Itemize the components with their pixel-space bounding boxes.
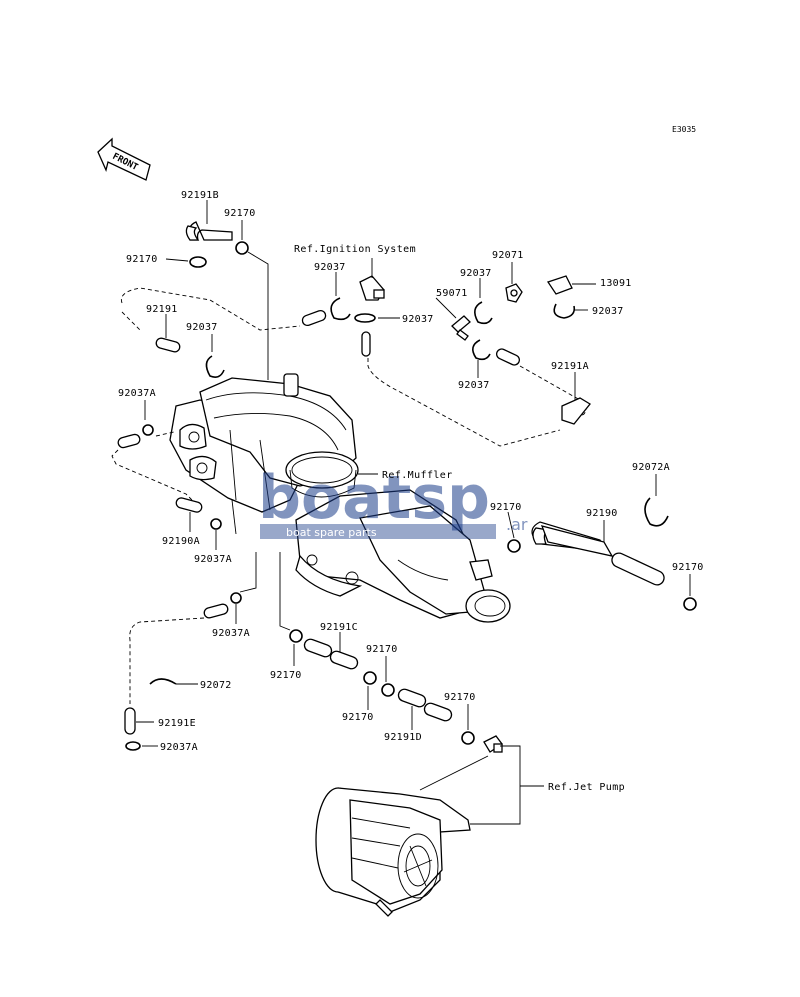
part-label: 92191A xyxy=(551,361,589,372)
hose-92191c-icon xyxy=(329,650,359,670)
part-label: 92190A xyxy=(162,536,200,547)
watermark-logo: boatsp .ar boat spare parts xyxy=(258,463,528,539)
hose-92191c-icon xyxy=(303,638,333,658)
part-label: 92170 xyxy=(672,562,704,573)
part-label: 92170 xyxy=(126,254,158,265)
muffler-icon xyxy=(295,489,511,623)
part-label: 13091 xyxy=(600,278,632,289)
clamp-92170-icon xyxy=(381,683,395,697)
part-label: 92170 xyxy=(224,208,256,219)
part-label: 92071 xyxy=(492,250,524,261)
connector-59071-icon xyxy=(451,315,471,341)
part-label: 92037A xyxy=(194,554,232,565)
clamp-92037-icon xyxy=(474,301,493,325)
clamp-92037-icon xyxy=(354,313,376,323)
ignition-fitting-icon xyxy=(359,275,385,301)
clamp-92170-icon xyxy=(507,539,521,553)
watermark-brand: boatsp xyxy=(258,463,490,533)
clamp-92037-icon xyxy=(330,297,351,321)
part-label: 92037 xyxy=(314,262,346,273)
clamp-92037a-icon xyxy=(230,592,242,604)
hose-piece-icon xyxy=(175,497,203,513)
hose-92191d-icon xyxy=(397,688,427,708)
diagram-code: E3035 xyxy=(672,125,696,134)
hose-92191d-icon xyxy=(423,702,453,722)
clamp-92170-icon xyxy=(363,671,377,685)
part-label: 92191C xyxy=(320,622,358,633)
part-label: 92170 xyxy=(444,692,476,703)
clamp-92170-icon xyxy=(683,597,697,611)
part-label: 92191 xyxy=(146,304,178,315)
hose-piece-icon xyxy=(496,348,520,366)
part-label: 92037 xyxy=(460,268,492,279)
part-label: 92170 xyxy=(366,644,398,655)
cap-13091-icon xyxy=(546,275,573,295)
part-label: 92037A xyxy=(118,388,156,399)
jet-pump-icon xyxy=(315,787,471,917)
hose-92190-icon xyxy=(611,552,665,586)
clamp-92037a-icon xyxy=(210,518,222,530)
clamp-92037a-icon xyxy=(125,741,141,751)
part-label: 92191D xyxy=(384,732,422,743)
part-label: 92190 xyxy=(586,508,618,519)
part-label: 92170 xyxy=(270,670,302,681)
part-label: 92037 xyxy=(592,306,624,317)
hose-92191b-icon xyxy=(185,221,233,241)
front-arrow-icon: FRONT xyxy=(97,137,151,181)
ref-ignition-system: Ref.Ignition System xyxy=(294,244,416,255)
part-label: 92037A xyxy=(212,628,250,639)
jet-pump-fitting-icon xyxy=(483,735,503,753)
hose-piece-icon xyxy=(361,331,371,357)
part-label: 59071 xyxy=(436,288,468,299)
hose-piece-icon xyxy=(203,603,229,619)
clamp-92037-icon xyxy=(472,339,491,361)
part-label: 92170 xyxy=(342,712,374,723)
part-label: 92037 xyxy=(186,322,218,333)
hose-piece-icon xyxy=(155,309,327,353)
exhaust-manifold-icon xyxy=(169,373,359,513)
part-label: 92072 xyxy=(200,680,232,691)
clamp-92170-icon xyxy=(235,241,249,255)
clamp-92037a-icon xyxy=(142,424,154,436)
ref-muffler: Ref.Muffler xyxy=(382,470,453,481)
part-label: 92037 xyxy=(402,314,434,325)
part-label: 92037 xyxy=(458,380,490,391)
part-label: 92072A xyxy=(632,462,670,473)
clamp-92037-icon xyxy=(553,303,576,319)
hose-92191a-icon xyxy=(561,397,591,425)
clamp-92072a-icon xyxy=(644,497,669,527)
clamp-92170-icon xyxy=(461,731,475,745)
ref-jet-pump: Ref.Jet Pump xyxy=(548,782,625,793)
clamp-92170-icon xyxy=(189,256,207,268)
part-label: 92191E xyxy=(158,718,196,729)
watermark-suffix: .ar xyxy=(506,515,528,534)
part-label: 92170 xyxy=(490,502,522,513)
clamp-92072-icon xyxy=(149,678,177,685)
hose-piece-icon xyxy=(117,433,141,449)
watermark-tagline: boat spare parts xyxy=(286,526,377,539)
fitting-92071-icon xyxy=(505,283,523,303)
clamp-92170-icon xyxy=(289,629,303,643)
hose-92191e-icon xyxy=(124,707,136,735)
part-label: 92037A xyxy=(160,742,198,753)
part-label: 92191B xyxy=(181,190,219,201)
clamp-92037-icon xyxy=(205,355,225,378)
